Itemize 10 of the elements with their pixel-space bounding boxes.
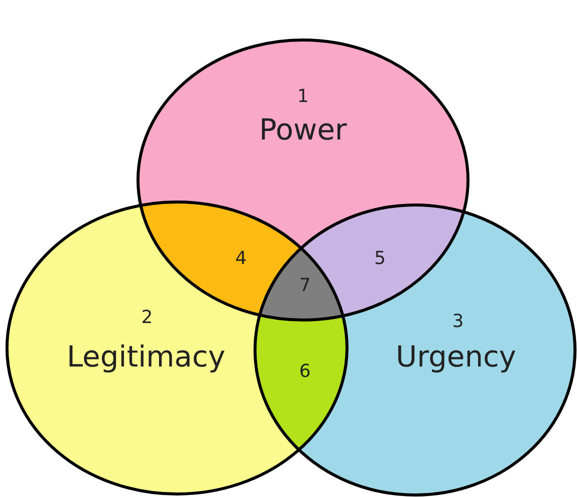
region-label: Legitimacy bbox=[66, 342, 226, 372]
region-number: 1 bbox=[297, 88, 309, 106]
region-number: 4 bbox=[235, 250, 247, 268]
region-number: 7 bbox=[299, 277, 311, 295]
region-number: 6 bbox=[299, 363, 311, 381]
region-label: Urgency bbox=[396, 342, 516, 372]
region-number: 2 bbox=[141, 309, 153, 327]
region-number: 3 bbox=[452, 313, 464, 331]
region-label: Power bbox=[259, 116, 347, 144]
region-number: 5 bbox=[374, 250, 386, 268]
